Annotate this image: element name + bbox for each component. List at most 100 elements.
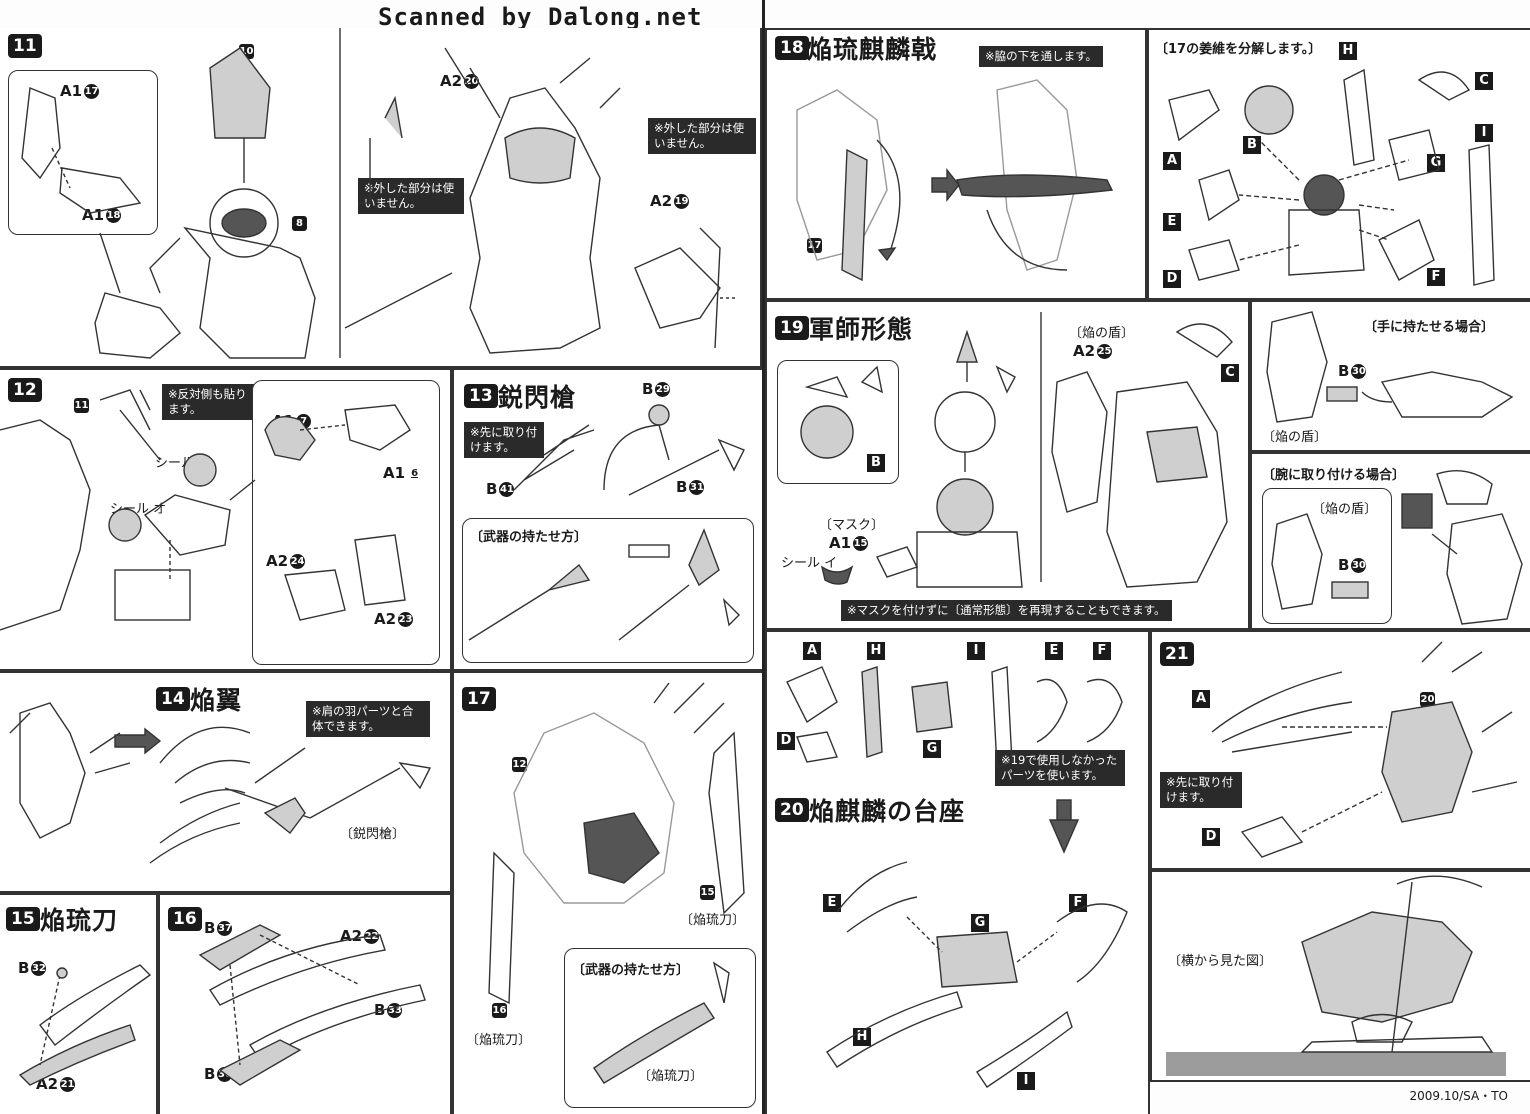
sub-heading: 〔17の姜維を分解します。〕 [1155,42,1322,57]
side-view-illustration [1300,875,1494,1053]
part-letter: C [1221,364,1239,382]
step-number: 17 [462,687,496,711]
shield-inset [1262,488,1392,624]
print-code: 2009.10/SA・TO [1409,1089,1509,1103]
part-letter: B [867,454,885,472]
part-letter: I [1475,124,1493,142]
step-14-illustration [9,702,432,864]
note-other-side: ※反対側も貼ります。 [162,384,254,420]
note-attach-first: ※先に取り付けます。 [464,422,544,458]
part-label: 15 [700,885,715,900]
step-number: 19 [775,316,809,340]
sticker-label: シール イ [781,556,838,571]
step-14-panel: 14 焔翼 ※肩の羽パーツと合体できます。 〔鋭閃槍〕 [0,671,452,893]
shield-label: 〔焔の盾〕 [1262,430,1328,445]
weapon-label: 〔焔琉刀〕 [466,1033,532,1048]
note-combine-wings: ※肩の羽パーツと合体できます。 [306,701,430,737]
part-letter: E [823,894,841,912]
weapon-label: 〔焔琉刀〕 [638,1069,704,1084]
shield-arm-illustration [1271,470,1523,625]
note-use-remaining: ※19で使用しなかったパーツを使います。 [995,750,1125,786]
note-attach-first: ※先に取り付けます。 [1160,772,1242,808]
part-label: 16 [492,1003,507,1018]
part-letter: G [923,740,941,758]
step-18-panel: 18 焔琉麒麟戟 ※脇の下を通します。 17 [765,28,1147,300]
part-letter: C [1475,72,1493,90]
part-label: 20 [1420,692,1435,707]
part-letter: E [1163,213,1181,231]
part-label: 12 [512,757,527,772]
step-15-illustration [18,964,152,1086]
part-letter: B [1243,136,1261,154]
ground-strip [1166,1052,1506,1076]
shield-hand-illustration [1266,311,1514,423]
part-letter: H [867,642,885,660]
sub-heading: 〔武器の持たせ方〕 [572,963,690,978]
step-number: 15 [6,907,40,931]
watermark: Scanned by Dalong.net [378,3,703,31]
part-letter: I [967,642,985,660]
part-letter: F [1427,268,1445,286]
sub-heading: 〔腕に取り付ける場合〕 [1262,468,1406,483]
part-letter: F [1093,642,1111,660]
step-21-panel: 21 A 20 ※先に取り付けます。 D [1150,630,1530,870]
step-20-panel: A H I E F D G ※19で使用しなかったパーツを使います。 20 焔麒… [765,630,1150,1114]
step-20-illustration [786,666,1128,1088]
step-number: 18 [775,36,809,60]
step-title: 焔琉麒麟戟 [807,35,938,64]
step-number: 11 [8,34,42,58]
part-letter: E [1045,642,1063,660]
side-view-panel: 〔横から見た図〕 [1150,870,1530,1082]
step-title: 焔琉刀 [40,906,119,935]
step-18-disassemble-illustration [1168,68,1495,286]
step-title: 軍師形態 [809,315,914,344]
step-title: 焔翼 [190,686,243,715]
step-13-illustration [468,404,745,641]
step-17-illustration [488,682,745,1084]
note-unused-parts: ※外した部分は使いません。 [358,178,464,214]
part-letter: I [1017,1072,1035,1090]
weapon-label: 〔鋭閃槍〕 [340,827,406,842]
step-number: 20 [775,798,809,822]
step-number: 21 [1160,642,1194,666]
side-view-label: 〔横から見た図〕 [1168,954,1273,969]
step-title: 鋭閃槍 [498,383,577,412]
step-number: 12 [8,378,42,402]
mask-label: 〔マスク〕 [819,518,885,533]
note-pass-under-arm: ※脇の下を通します。 [979,46,1103,67]
part-label: 11 [74,398,89,413]
part-letter: A [1192,690,1210,708]
step-19-illustration [800,312,1233,588]
note-normal-mode: ※マスクを付けずに〔通常形態〕を再現することもできます。 [841,600,1172,621]
step-12-panel: 12 11 ※反対側も貼ります。 シール オ シール オ A17 A16 A22… [0,368,452,671]
step-16-illustration [198,924,426,1086]
weapon-label: 〔焔琉刀〕 [680,913,746,928]
part-letter: D [1163,270,1181,288]
step-number: 16 [168,907,202,931]
part-letter: G [1427,154,1445,172]
step-18-disassemble-panel: 〔17の姜維を分解します。〕 H C B A I G E D F [1147,28,1530,300]
step-18-illustration [796,79,1114,282]
shield-label: 〔焔の盾〕 [1312,502,1378,517]
sub-heading: 〔手に持たせる場合〕 [1364,320,1495,335]
step-number: 13 [464,384,498,408]
